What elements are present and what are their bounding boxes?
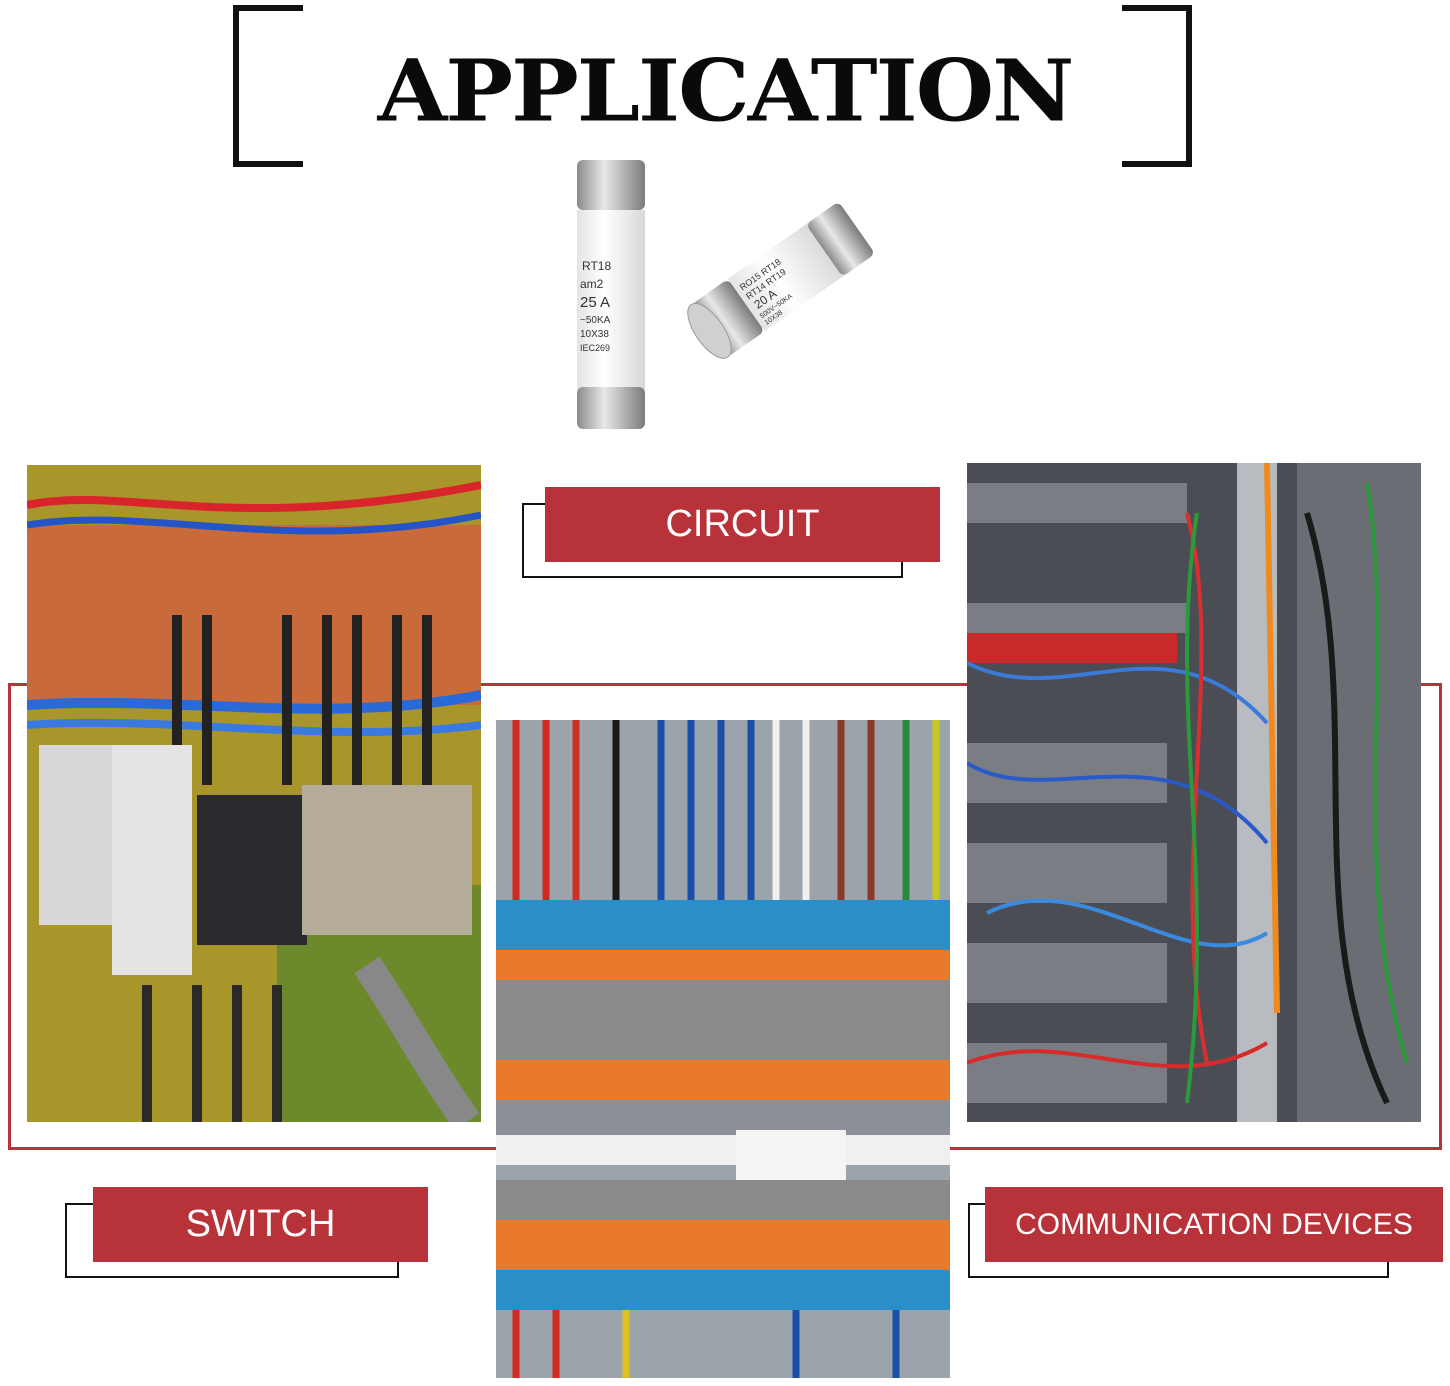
fuse1-text: IEC269: [580, 343, 610, 353]
fuse1-text: am2: [580, 277, 604, 291]
right-bracket: [1122, 5, 1192, 167]
fuse1-text: ~50KA: [580, 315, 611, 326]
page-title: APPLICATION: [377, 40, 1075, 142]
fuse1-text: 10X38: [580, 329, 609, 340]
left-bracket: [233, 5, 303, 167]
circuit-label: CIRCUIT: [545, 487, 940, 562]
fuse1-text: RT18: [582, 259, 611, 273]
fuse1-text: 25 A: [580, 294, 610, 311]
server-rack-photo: [967, 463, 1421, 1122]
fuse-upright: RT18 am2 25 A ~50KA 10X38 IEC269: [577, 160, 645, 429]
fuses-image: RT18 am2 25 A ~50KA 10X38 IEC269 RO15 RT…: [577, 160, 873, 429]
switch-panel-photo: [27, 465, 481, 1122]
terminal-block-photo: [496, 720, 950, 1378]
communication-devices-label: COMMUNICATION DEVICES: [985, 1187, 1443, 1262]
switch-label: SWITCH: [93, 1187, 428, 1262]
fuse-lying: RO15 RT18 RT14 RT19 20 A 500V~50KA 10X38: [687, 203, 873, 359]
